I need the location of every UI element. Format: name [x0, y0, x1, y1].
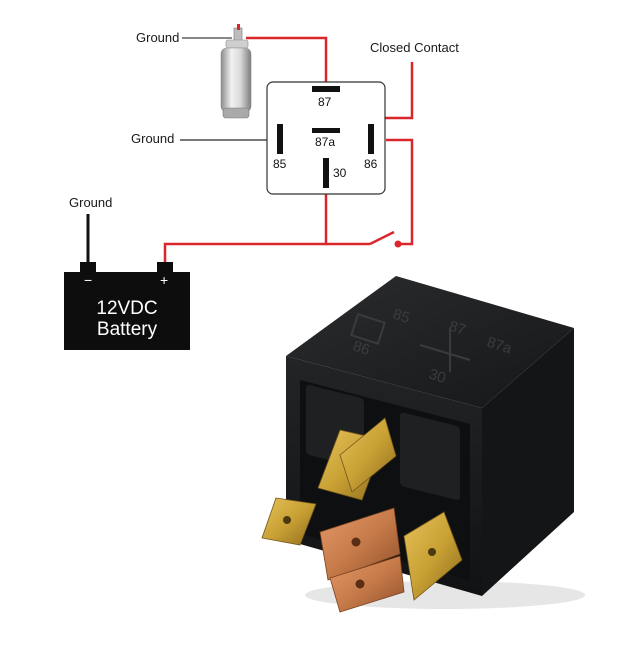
ground-label-pump: Ground — [136, 30, 180, 45]
pin-bar-85 — [277, 124, 283, 154]
relay-photo: 85 87 87a 86 30 — [261, 276, 585, 613]
ground-label-relay: Ground — [131, 131, 175, 146]
svg-text:86: 86 — [351, 338, 372, 359]
pin-label-85: 85 — [273, 157, 287, 171]
switch-blade — [369, 230, 395, 246]
svg-text:87: 87 — [447, 318, 468, 339]
svg-text:85: 85 — [391, 306, 412, 327]
fuel-pump-icon — [220, 24, 252, 119]
battery-minus-label: − — [84, 272, 93, 288]
wire-30-to-battery — [163, 192, 328, 266]
pin-label-30: 30 — [333, 166, 347, 180]
pin-bar-87a — [312, 128, 340, 133]
relay-schematic — [266, 81, 386, 195]
pin-bar-30 — [323, 158, 329, 188]
closed-contact-label: Closed Contact — [370, 40, 459, 55]
pin-label-87a: 87a — [315, 135, 336, 149]
svg-text:30: 30 — [427, 366, 448, 387]
wire-86-to-switch — [386, 138, 414, 246]
wire-pump-to-87 — [246, 36, 328, 84]
battery-plus-label: + — [160, 272, 169, 288]
battery-label-line2: Battery — [96, 319, 158, 340]
battery-label: 12VDC Battery — [64, 298, 190, 340]
switch-contact — [394, 240, 402, 248]
battery-icon — [64, 262, 190, 350]
pin-label-87: 87 — [318, 95, 332, 109]
ground-label-battery: Ground — [69, 195, 113, 210]
pin-bar-86 — [368, 124, 374, 154]
pin-label-86: 86 — [364, 157, 378, 171]
pin-bar-87 — [312, 86, 340, 92]
battery-label-line1: 12VDC — [96, 298, 158, 319]
